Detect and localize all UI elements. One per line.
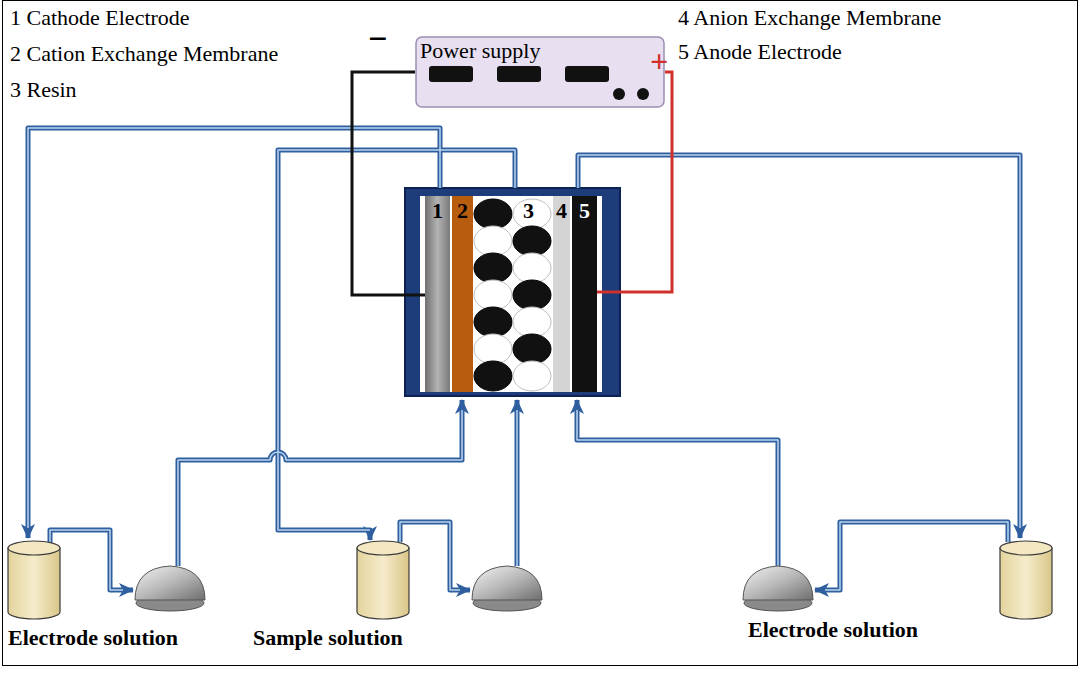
cell-interior bbox=[420, 196, 602, 392]
polarity-sign: − bbox=[368, 20, 387, 57]
resin-bead bbox=[474, 334, 512, 364]
resin-bead bbox=[474, 199, 512, 229]
tanks bbox=[8, 541, 1052, 619]
pipe bbox=[577, 400, 778, 566]
resin-bead bbox=[513, 226, 551, 256]
control-knob bbox=[613, 88, 625, 100]
pipe-highlight bbox=[578, 155, 1020, 528]
page-frame bbox=[3, 1, 1078, 666]
pipe bbox=[28, 128, 440, 538]
pipe-highlight bbox=[577, 410, 778, 566]
pipe bbox=[815, 522, 1008, 590]
tank-label: Electrode solution bbox=[8, 626, 178, 650]
pipe-highlight bbox=[50, 530, 123, 590]
pipe-highlight bbox=[28, 128, 440, 528]
tank bbox=[1000, 548, 1052, 619]
resin-bead bbox=[474, 253, 512, 283]
pipe bbox=[400, 522, 470, 590]
anode-electrode: 5 bbox=[572, 196, 597, 392]
callout-number: 1 bbox=[427, 199, 448, 223]
control-knob bbox=[637, 88, 649, 100]
display-panel bbox=[429, 66, 473, 82]
legend-entry: 3 Resin bbox=[10, 78, 77, 102]
resin-bead bbox=[513, 253, 551, 283]
pipe-highlights bbox=[28, 128, 1020, 590]
legend-entry: 4 Anion Exchange Membrane bbox=[678, 6, 941, 30]
callout-number: 4 bbox=[554, 199, 569, 223]
tank-top bbox=[1000, 541, 1052, 555]
tank-top bbox=[8, 541, 60, 555]
pipe-highlight bbox=[825, 522, 1008, 590]
pipe-highlight bbox=[178, 410, 462, 566]
pipe-highlight bbox=[516, 410, 518, 566]
wire bbox=[352, 72, 425, 295]
cell-housing bbox=[405, 188, 620, 396]
legend-entry: 2 Cation Exchange Membrane bbox=[10, 42, 278, 66]
legend-entry: 1 Cathode Electrode bbox=[10, 6, 190, 30]
device-name: Power supply bbox=[420, 39, 660, 63]
pump-dome bbox=[743, 566, 813, 600]
resin-bead bbox=[513, 361, 551, 391]
resin-bead bbox=[474, 280, 512, 310]
tank bbox=[8, 548, 60, 619]
resin-beads bbox=[474, 199, 551, 391]
resin-bead bbox=[513, 280, 551, 310]
resin-bed: 3 bbox=[475, 196, 551, 392]
tank-top bbox=[357, 541, 409, 555]
pipe bbox=[50, 530, 133, 590]
tank bbox=[357, 548, 409, 619]
pipe bbox=[515, 400, 520, 566]
resin-bead bbox=[474, 307, 512, 337]
pipe bbox=[278, 150, 515, 540]
pipe bbox=[578, 155, 1020, 538]
pipe-highlight bbox=[278, 150, 515, 530]
cathode-electrode: 1 bbox=[425, 196, 450, 392]
pumps bbox=[135, 566, 813, 611]
power-supply-casing bbox=[416, 37, 664, 107]
pump-dome bbox=[472, 566, 542, 600]
anion-exchange-membrane: 4 bbox=[553, 196, 570, 392]
resin-bead bbox=[474, 226, 512, 256]
callout-number: 5 bbox=[574, 199, 595, 223]
power-supply: Power supply bbox=[415, 36, 665, 108]
tank-label: Sample solution bbox=[253, 626, 403, 650]
cation-exchange-membrane: 2 bbox=[452, 196, 473, 392]
display-panel bbox=[565, 66, 609, 82]
pipes bbox=[28, 128, 1020, 590]
legend-entry: 5 Anode Electrode bbox=[678, 40, 842, 64]
tank-label: Electrode solution bbox=[748, 618, 918, 642]
pipe bbox=[178, 400, 462, 566]
callout-number: 2 bbox=[454, 199, 471, 223]
callout-number: 3 bbox=[477, 199, 534, 223]
resin-bead bbox=[513, 307, 551, 337]
display-panel bbox=[497, 66, 541, 82]
polarity-sign: + bbox=[650, 44, 668, 79]
pump-dome bbox=[135, 566, 205, 600]
resin-bead bbox=[513, 334, 551, 364]
resin-bead bbox=[474, 361, 512, 391]
